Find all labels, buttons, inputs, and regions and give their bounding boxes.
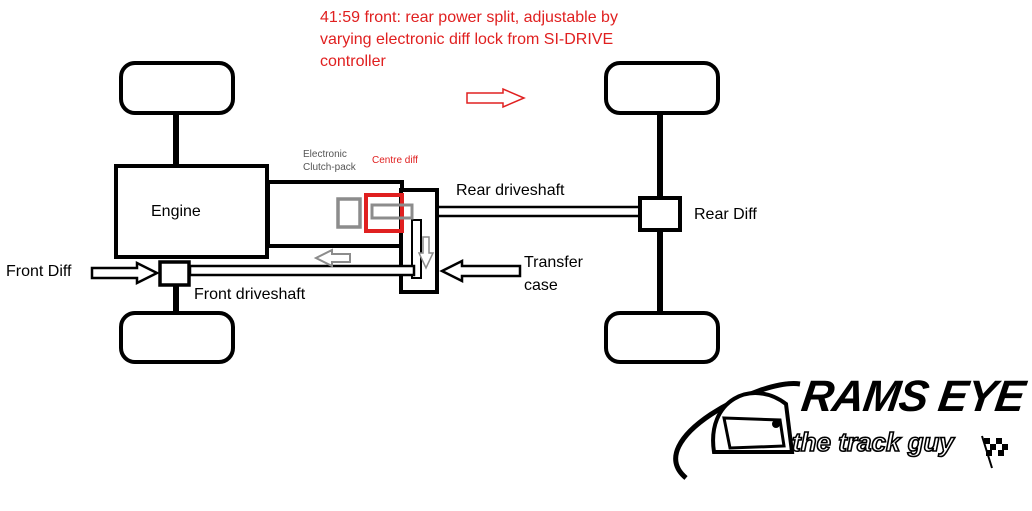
transfer-case-chain <box>411 219 422 279</box>
transfer-flow-arrow <box>417 236 435 270</box>
transfer-case-label-line-2: case <box>524 277 558 294</box>
electronic-clutch-pack-label-line-1: Electronic <box>303 149 347 160</box>
rear-diff-box <box>638 196 682 232</box>
engine-block <box>114 164 269 259</box>
caption-line-2: varying electronic diff lock from SI-DRI… <box>320 31 614 48</box>
transfer-case-pointer-arrow <box>439 258 522 284</box>
electronic-clutch-pack-label-line-2: Clutch-pack <box>303 162 356 173</box>
transfer-case-label-line-1: Transfer <box>524 254 583 271</box>
rear-diff-label: Rear Diff <box>694 206 757 223</box>
front-flow-arrow <box>313 248 351 268</box>
logo-swoosh <box>673 381 801 480</box>
front-diff-pointer-arrow <box>90 260 160 286</box>
electronic-clutch-pack <box>336 197 362 229</box>
front-right-wheel <box>119 311 235 364</box>
caption-line-1: 41:59 front: rear power split, adjustabl… <box>320 9 618 26</box>
logo-subtitle: the track guy <box>791 426 954 458</box>
front-diff-box <box>158 260 191 287</box>
centre-diff-label: Centre diff <box>372 155 418 166</box>
checkered-flag-icon <box>981 435 1008 469</box>
rear-driveshaft <box>408 205 642 218</box>
power-split-caption: 41:59 front: rear power split, adjustabl… <box>320 7 618 73</box>
front-diff-label: Front Diff <box>6 263 72 280</box>
direction-arrow-red <box>466 87 526 109</box>
caption-line-3: controller <box>320 53 386 70</box>
rear-driveshaft-label: Rear driveshaft <box>456 182 565 199</box>
rear-left-wheel <box>604 61 720 115</box>
front-driveshaft <box>188 264 416 277</box>
logo-title: RAMS EYE <box>798 372 1028 421</box>
front-driveshaft-label: Front driveshaft <box>194 286 306 303</box>
centre-diff-box <box>364 193 404 233</box>
rear-right-wheel <box>604 311 720 364</box>
gearbox <box>266 180 404 248</box>
centre-diff-inner <box>370 203 414 220</box>
front-left-wheel <box>119 61 235 115</box>
engine-label: Engine <box>151 203 201 220</box>
helmet-icon <box>711 391 795 454</box>
